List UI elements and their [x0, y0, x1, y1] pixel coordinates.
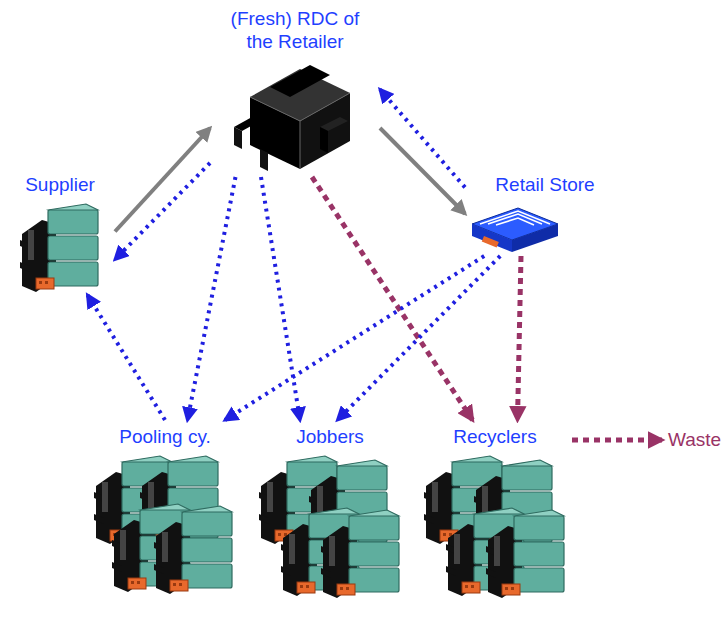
node-label: Supplier — [5, 168, 115, 196]
flow-arrow — [88, 295, 166, 420]
network-node: Supplier — [5, 168, 115, 295]
flow-arrow — [188, 177, 236, 420]
flow-arrow — [115, 163, 210, 259]
network-node: (Fresh) RDC of the Retailer — [210, 2, 380, 177]
node-label: Pooling cy. — [90, 420, 240, 448]
node-label: Recyclers — [420, 420, 570, 448]
waste-arrow — [572, 438, 662, 443]
flow-arrow — [312, 177, 473, 420]
node-icon — [230, 57, 360, 177]
node-icon — [424, 452, 566, 602]
flow-arrow — [518, 256, 522, 420]
flow-label: Waste — [668, 428, 721, 451]
node-icon — [94, 452, 236, 602]
node-label: Jobbers — [255, 420, 405, 448]
node-icon — [470, 206, 560, 256]
flow-arrow — [380, 90, 465, 188]
node-icon — [259, 452, 401, 602]
flow-arrow — [115, 128, 210, 232]
network-node: Recyclers — [420, 420, 570, 602]
network-node: Pooling cy. — [90, 420, 240, 602]
network-node: Jobbers — [255, 420, 405, 602]
flow-arrow — [225, 256, 484, 420]
flow-arrow — [338, 256, 501, 420]
node-label: (Fresh) RDC of the Retailer — [220, 2, 370, 53]
node-icon — [20, 200, 100, 295]
flow-arrow — [380, 128, 465, 214]
network-node: Retail Store — [465, 168, 625, 256]
node-label: Retail Store — [465, 168, 625, 196]
